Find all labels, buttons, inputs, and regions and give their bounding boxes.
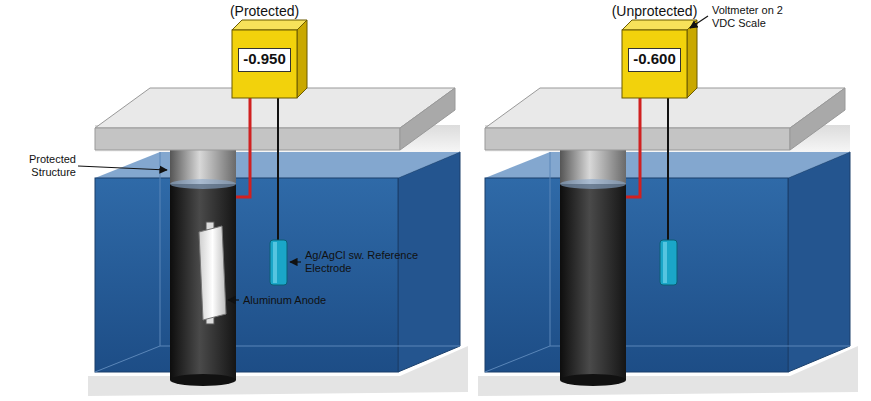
voltmeter-display: (Unprotected)-0.600 [628, 48, 681, 72]
voltmeter-display: (Protected)-0.950 [238, 48, 291, 72]
panel-heading: (Protected) [230, 3, 299, 19]
voltage-reading: -0.600 [633, 49, 676, 69]
panel-heading: (Unprotected) [612, 3, 698, 19]
aluminum-anode [199, 222, 226, 324]
callout-label: Aluminum Anode [243, 294, 353, 307]
leader-lines [78, 16, 708, 300]
callout-label: Protected Structure [6, 153, 76, 179]
callout-label: Voltmeter on 2 VDC Scale [712, 4, 802, 30]
voltage-reading: -0.950 [243, 49, 286, 69]
callout-label: Ag/AgCl sw. Reference Electrode [305, 249, 425, 275]
